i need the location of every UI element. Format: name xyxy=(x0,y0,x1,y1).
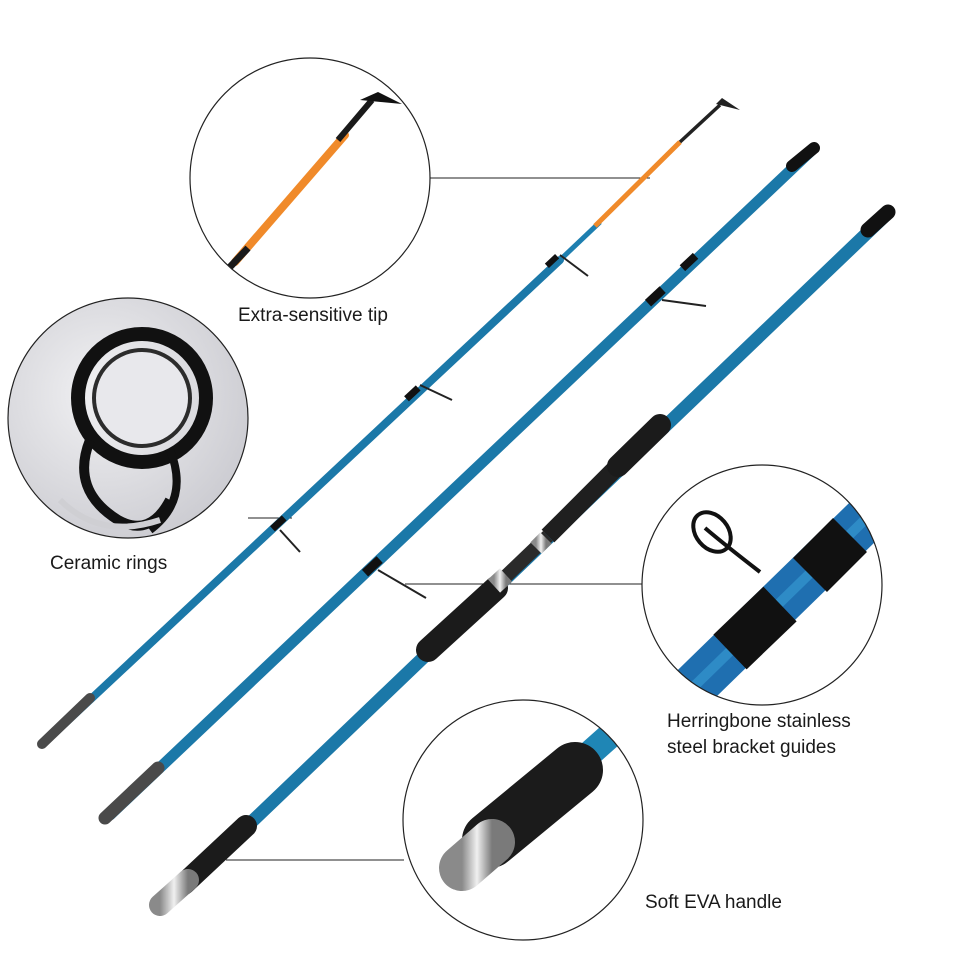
guides-callout-circle xyxy=(641,464,883,706)
guides-label-line2: steel bracket guides xyxy=(667,737,836,758)
guides-label: Herringbone stainless steel bracket guid… xyxy=(667,709,851,761)
rod-tip-section xyxy=(37,98,740,749)
rings-label: Ceramic rings xyxy=(50,553,168,574)
tip-callout-circle xyxy=(189,57,431,299)
guides-label-line1: Herringbone stainless xyxy=(667,711,851,732)
tip-label: Extra-sensitive tip xyxy=(238,305,388,326)
rod-middle-section xyxy=(98,142,820,825)
rod-butt-section xyxy=(149,204,896,916)
callout-leader-lines xyxy=(226,177,650,861)
handle-callout-circle xyxy=(402,699,644,941)
handle-label: Soft EVA handle xyxy=(645,892,782,913)
rings-callout-circle xyxy=(7,297,249,539)
